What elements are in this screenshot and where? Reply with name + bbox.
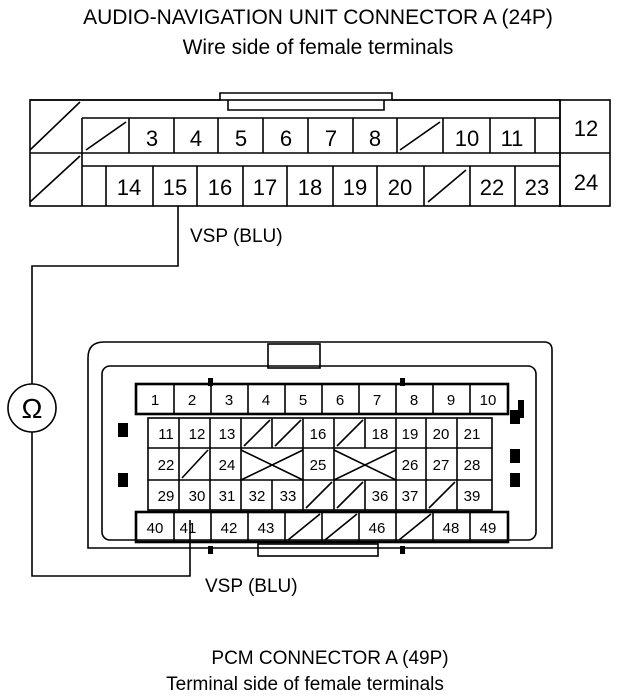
pcm-pin-43: 43	[258, 520, 275, 537]
pcm-blank-mark	[243, 419, 271, 447]
pcm-pin-4: 4	[262, 392, 270, 409]
pcm-pin-7: 7	[373, 392, 381, 409]
pcm-pin-18: 18	[372, 426, 389, 443]
pcm-pin-30: 30	[189, 488, 206, 505]
pcm-pin-27: 27	[433, 457, 450, 474]
pcm-pin-3: 3	[225, 392, 233, 409]
pcm-blank-mark	[324, 513, 358, 541]
pcm-pin-22: 22	[158, 457, 175, 474]
pcm-blank-mark	[240, 449, 304, 481]
pcm-pin-21: 21	[464, 426, 481, 443]
audio-pin-7: 7	[325, 126, 337, 151]
pcm-pin-25: 25	[310, 457, 327, 474]
audio-pin-3: 3	[146, 126, 158, 151]
pcm-pin-48: 48	[443, 520, 460, 537]
pcm-pin-5: 5	[299, 392, 307, 409]
pcm-pin-41: 41	[180, 520, 197, 537]
pcm-pin-19: 19	[402, 426, 419, 443]
test-wire	[31, 206, 179, 384]
audio-pin-8: 8	[369, 126, 381, 151]
wire-label-bottom: VSP (BLU)	[205, 576, 298, 597]
audio-pin-23: 23	[525, 175, 549, 200]
pcm-pin-26: 26	[402, 457, 419, 474]
pcm-pin-24: 24	[219, 457, 236, 474]
audio-pin-16: 16	[208, 175, 232, 200]
pcm-pin-28: 28	[464, 457, 481, 474]
pcm-blank-mark	[274, 419, 302, 447]
pcm-pin-2: 2	[188, 392, 196, 409]
pcm-blank-mark	[287, 513, 321, 541]
pcm-pin-13: 13	[219, 426, 236, 443]
pcm-blank-mark	[181, 449, 209, 479]
audio-pin-12: 12	[574, 116, 598, 141]
pcm-pin-29: 29	[158, 488, 175, 505]
audio-pin-10: 10	[455, 126, 479, 151]
audio-pin-6: 6	[280, 126, 292, 151]
pcm-blank-mark	[398, 513, 432, 541]
pcm-pin-10: 10	[480, 392, 497, 409]
pcm-pin-33: 33	[280, 488, 297, 505]
pcm-pin-36: 36	[372, 488, 389, 505]
ohmmeter-symbol	[7, 383, 57, 433]
pcm-pin-31: 31	[219, 488, 236, 505]
pcm-blank-mark	[333, 449, 397, 481]
pcm-blank-mark	[305, 481, 333, 509]
audio-pin-15: 15	[163, 175, 187, 200]
wire-label-top: VSP (BLU)	[190, 226, 283, 247]
pcm-blank-mark	[336, 481, 364, 509]
pcm-grid	[173, 384, 471, 542]
audio-pin-22: 22	[480, 175, 504, 200]
pcm-pin-42: 42	[221, 520, 238, 537]
ohm-icon: Ω	[22, 393, 43, 424]
pcm-pin-49: 49	[480, 520, 497, 537]
pcm-pin-46: 46	[369, 520, 386, 537]
pcm-pin-20: 20	[433, 426, 450, 443]
pcm-pin-12: 12	[189, 426, 206, 443]
audio-pin-18: 18	[298, 175, 322, 200]
audio-pin-20: 20	[388, 175, 412, 200]
pcm-pin-40: 40	[147, 520, 164, 537]
audio-pin-5: 5	[235, 126, 247, 151]
pcm-pin-16: 16	[310, 426, 327, 443]
pcm-pin-8: 8	[410, 392, 418, 409]
pcm-pin-11: 11	[158, 426, 174, 443]
audio-pin-11: 11	[501, 126, 524, 151]
audio-connector-subtitle: Wire side of female terminals	[183, 36, 454, 59]
audio-pin-24: 24	[574, 170, 598, 195]
pcm-pin-32: 32	[249, 488, 266, 505]
pcm-connector-title: PCM CONNECTOR A (49P)	[211, 648, 448, 669]
pcm-pin-6: 6	[336, 392, 344, 409]
audio-pin-17: 17	[253, 175, 277, 200]
pcm-connector-subtitle: Terminal side of female terminals	[166, 674, 444, 695]
audio-pin-19: 19	[343, 175, 367, 200]
audio-connector	[29, 92, 611, 207]
pcm-blank-mark	[428, 481, 456, 509]
audio-pin-4: 4	[190, 126, 202, 151]
audio-pin-14: 14	[117, 175, 141, 200]
pcm-pin-1: 1	[151, 392, 159, 409]
pcm-blank-mark	[336, 419, 364, 447]
pcm-pin-39: 39	[464, 488, 481, 505]
pcm-pin-9: 9	[447, 392, 455, 409]
audio-connector-title: AUDIO-NAVIGATION UNIT CONNECTOR A (24P)	[83, 6, 553, 29]
pcm-pin-37: 37	[402, 488, 419, 505]
